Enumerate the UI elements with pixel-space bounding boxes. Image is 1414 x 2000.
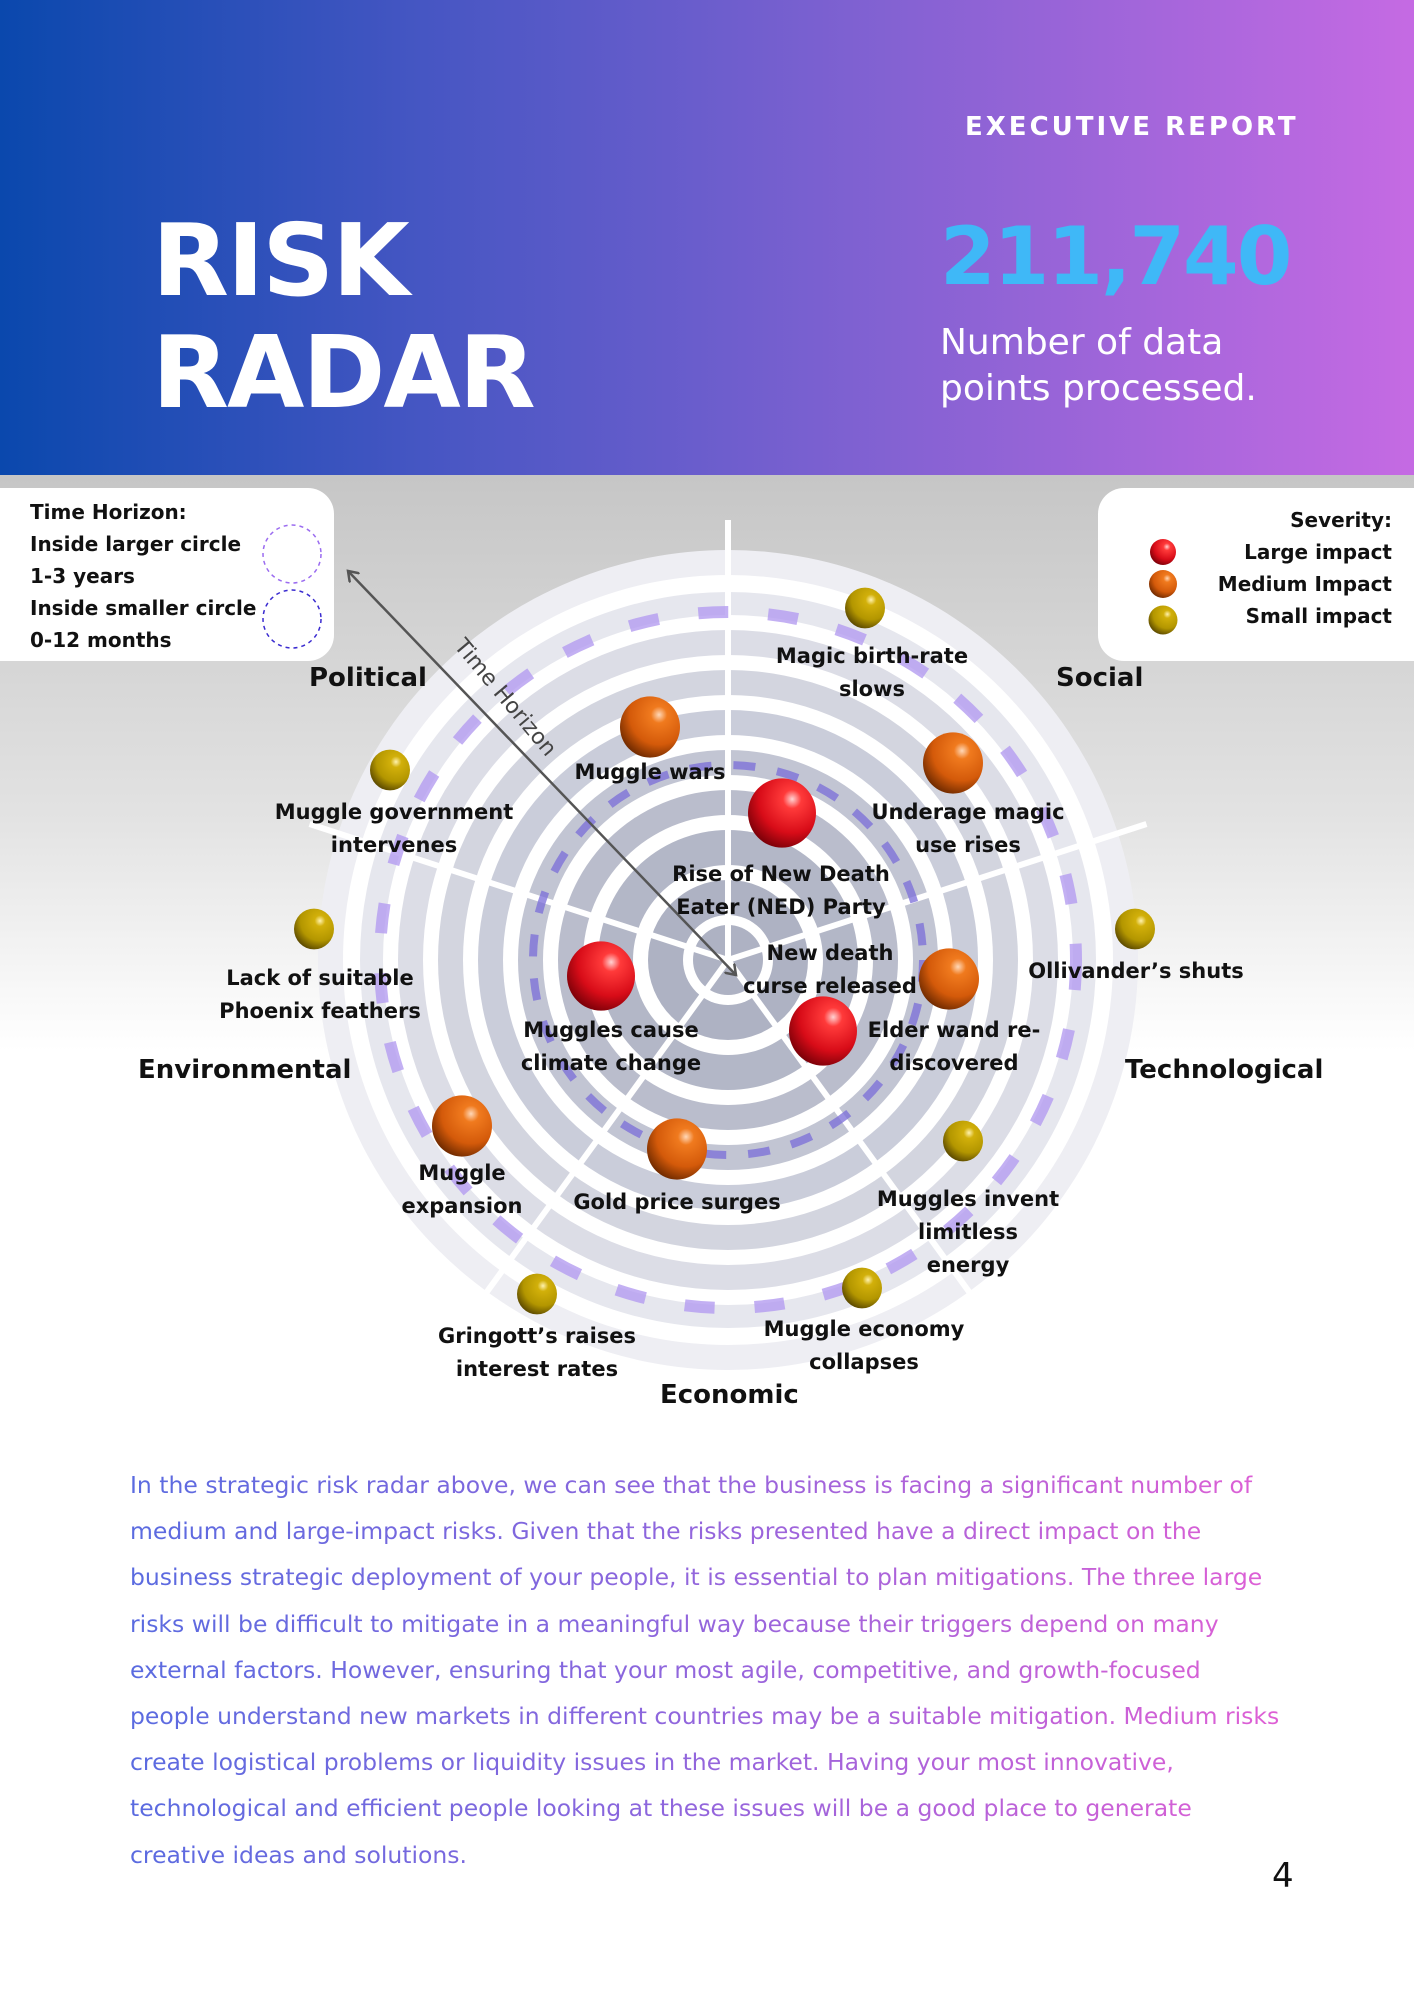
risk-label-line: Muggle (418, 1161, 506, 1185)
risk-ball-large-icon[interactable] (748, 778, 816, 848)
risk-label: New death curse released (743, 937, 917, 1003)
larger-circle-icon (262, 524, 322, 584)
risk-label: Magic birth-rate slows (776, 640, 968, 706)
risk-ball-medium-icon[interactable] (919, 948, 979, 1010)
risk-label: Muggle expansion (401, 1157, 522, 1223)
time-horizon-legend: Time Horizon: Inside larger circle 1-3 y… (0, 488, 334, 661)
risk-label-line: climate change (520, 1051, 702, 1075)
data-points-metric: 211,740 (940, 210, 1292, 303)
risk-label: Elder wand re-discovered (868, 1014, 1041, 1080)
larger-circle-value: 1-3 years (30, 564, 135, 588)
medium-impact-ball-icon (1149, 570, 1177, 598)
risk-label-line: use rises (915, 833, 1021, 857)
smaller-circle-label: Inside smaller circle (30, 596, 257, 620)
risk-label-line: Magic birth-rate (775, 644, 969, 668)
time-horizon-arrow (348, 571, 736, 975)
severity-large-label: Large impact (1244, 540, 1392, 564)
risk-label-line: Muggles invent (876, 1187, 1060, 1211)
time-legend-title: Time Horizon: (30, 500, 187, 524)
title-line-1: RISK (152, 202, 410, 319)
severity-small-label: Small impact (1245, 604, 1392, 628)
risk-label-line: Ollivander’s shuts (1028, 959, 1244, 983)
severity-medium-label: Medium Impact (1217, 572, 1392, 596)
category-social: Social (1056, 663, 1144, 693)
risk-label-line: Gold price surges (573, 1190, 781, 1214)
risk-ball-large-icon[interactable] (567, 941, 635, 1011)
sector-divider (466, 958, 731, 1318)
risk-ball-small-icon[interactable] (842, 1267, 882, 1309)
summary-paragraph: In the strategic risk radar above, we ca… (130, 1462, 1280, 1878)
risk-label-line: Underage magic (871, 800, 1065, 824)
risk-label-line: Eater (NED) Party (676, 895, 886, 919)
page-title: RISK RADAR (152, 202, 536, 431)
risk-label-line: expansion (401, 1194, 523, 1218)
zero-to-twelve-months-circle (529, 761, 927, 1159)
risk-label-line: Muggle government (274, 800, 514, 824)
risk-label: Muggles invent limitless energy (877, 1183, 1059, 1282)
risk-label-line: limitless (918, 1220, 1018, 1244)
sector-divider (727, 821, 1148, 963)
metric-caption: Number of data points processed. (940, 322, 1257, 409)
risk-label-line: curse released (743, 974, 917, 998)
risk-label: Muggle wars (574, 756, 725, 789)
small-impact-ball-icon (1148, 605, 1178, 635)
severity-legend: Severity: Large impact Medium Impact Sma… (1098, 488, 1414, 661)
page-number: 4 (1272, 1856, 1294, 1896)
title-line-2: RADAR (152, 314, 536, 431)
smaller-circle-icon (262, 589, 322, 649)
category-political: Political (309, 663, 427, 693)
risk-label-line: Muggle economy (763, 1317, 965, 1341)
risk-ball-small-icon[interactable] (370, 749, 410, 791)
risk-ball-large-icon[interactable] (789, 996, 857, 1066)
risk-ball-medium-icon[interactable] (620, 696, 680, 758)
sector-divider (725, 958, 990, 1318)
risk-ball-small-icon[interactable] (943, 1120, 983, 1162)
risk-ball-small-icon[interactable] (845, 587, 885, 629)
larger-circle-label: Inside larger circle (30, 532, 242, 556)
risk-label: Ollivander’s shuts (1028, 955, 1244, 988)
risk-label-line: interest rates (455, 1357, 619, 1381)
risk-label-line: Gringott’s raises (437, 1324, 637, 1348)
risk-ball-medium-icon[interactable] (923, 732, 983, 794)
horizon-circle-icons (262, 524, 322, 649)
risk-label: Gringott’s raises interest rates (438, 1320, 636, 1386)
large-impact-ball-icon (1150, 539, 1176, 565)
risk-label-line: Muggle wars (574, 760, 726, 784)
risk-label: Muggle economy collapses (764, 1313, 965, 1379)
risk-label-line: New death (766, 941, 894, 965)
severity-legend-title: Severity: (1290, 508, 1392, 532)
risk-label-line: Lack of suitable (226, 966, 414, 990)
risk-ball-small-icon[interactable] (517, 1273, 557, 1315)
severity-swatches (1148, 539, 1178, 635)
category-technological: Technological (1125, 1055, 1324, 1085)
risk-label-line: Phoenix feathers (219, 999, 421, 1023)
risk-label: Muggles cause climate change (521, 1014, 701, 1080)
risk-ball-small-icon[interactable] (294, 908, 334, 950)
category-environmental: Environmental (138, 1055, 352, 1085)
risk-label-line: slows (838, 677, 906, 701)
report-label: EXECUTIVE REPORT (965, 112, 1299, 142)
risk-label: Gold price surges (573, 1186, 780, 1219)
category-economic: Economic (660, 1380, 799, 1410)
risk-label-line: intervenes (330, 833, 458, 857)
smaller-circle-value: 0-12 months (30, 628, 172, 652)
risk-ball-medium-icon[interactable] (432, 1095, 492, 1157)
risk-label-line: energy (926, 1253, 1010, 1277)
risk-label-line: Muggles cause (523, 1018, 699, 1042)
risk-label-line: collapses (809, 1350, 919, 1374)
risk-ball-small-icon[interactable] (1115, 908, 1155, 950)
risk-ball-medium-icon[interactable] (647, 1118, 707, 1180)
risk-label-line: discovered (889, 1051, 1019, 1075)
header-banner: EXECUTIVE REPORT RISK RADAR 211,740 Numb… (0, 0, 1414, 475)
risk-label-line: Rise of New Death (672, 862, 890, 886)
risk-label-line: Elder wand re- (867, 1018, 1041, 1042)
risk-label: Muggle government intervenes (275, 796, 513, 862)
risk-label: Underage magic use rises (871, 796, 1064, 862)
